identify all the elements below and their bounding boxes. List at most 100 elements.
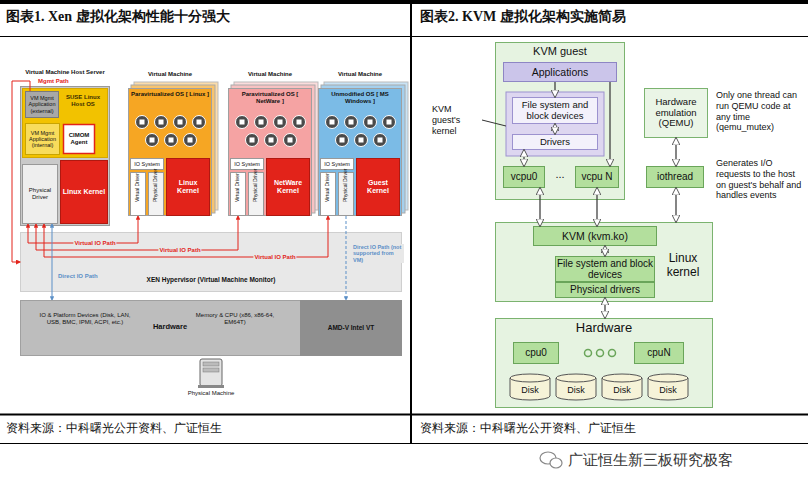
app-icon <box>293 116 306 129</box>
box-fill-group <box>301 301 402 356</box>
node-text: Disk <box>659 385 677 395</box>
disk-outline <box>602 374 642 400</box>
disk-symbol: Disk <box>648 374 688 400</box>
box-fill-group <box>26 92 59 118</box>
kernel-box: Linux Kernel <box>60 160 108 224</box>
node-text: cpu0 <box>525 347 547 359</box>
box-fill <box>556 257 655 282</box>
app-icon-mark <box>278 120 283 125</box>
footer-rule <box>0 414 808 416</box>
app-icon-mark <box>150 138 155 143</box>
app-icon <box>174 116 187 129</box>
box-fill <box>64 125 95 154</box>
disk-outline <box>648 374 688 400</box>
node-text: Hardware <box>576 321 632 336</box>
connector <box>596 188 597 226</box>
connector <box>675 138 676 166</box>
disk-outline <box>556 374 596 400</box>
box-fill <box>61 161 108 224</box>
node-text: Virtual Machine <box>128 71 212 78</box>
app-icon-mark <box>378 138 383 143</box>
node-text: iothread <box>657 171 693 183</box>
box-fill-group <box>513 135 598 150</box>
app-icon <box>165 134 178 147</box>
node-text: Hardware <box>138 323 202 332</box>
box-fill-group <box>64 125 95 154</box>
node-text: Virtual Driver <box>325 186 331 202</box>
driver-box: Physical Driver <box>22 164 58 224</box>
virtual-machine: Virtual MachineUnmodified OS [ MS Window… <box>318 88 402 216</box>
cpu-box: cpu0 <box>513 342 559 364</box>
app-icon <box>383 116 396 129</box>
node-text: Drivers <box>540 137 570 148</box>
app-box: VM Mgmt Application (external) <box>25 91 59 118</box>
top-rule <box>0 0 808 4</box>
disk-symbol: Disk <box>602 374 642 400</box>
agent-box: CIMOM Agent <box>63 124 95 154</box>
connector <box>44 216 328 257</box>
box-fill-group <box>556 374 596 400</box>
app-icon <box>284 134 297 147</box>
node-text: Physical Driver <box>343 186 349 202</box>
connector <box>52 224 53 300</box>
io-system-box: IO System <box>320 158 354 170</box>
node-text: Virtual Machine Host Server <box>20 69 110 76</box>
watermark: 广证恒生新三板研究极客 <box>568 451 804 469</box>
box-fill <box>556 283 655 298</box>
app-icon-mark <box>169 138 174 143</box>
node-text: Paravirtualized OS [ NetWare ] <box>230 91 310 105</box>
connector <box>554 124 555 134</box>
app-icon-mark <box>359 138 364 143</box>
box-fill <box>321 159 354 170</box>
app-icon <box>236 116 249 129</box>
virtual-machine: Virtual MachineParavirtualized OS [ NetW… <box>228 88 312 216</box>
panel-divider <box>410 0 412 444</box>
callout-text: KVM guest's kernel <box>432 104 478 136</box>
box-fill <box>301 301 402 356</box>
node-text: Physical drivers <box>570 284 640 296</box>
box-fill-group <box>21 233 402 292</box>
vcpu-box: vcpu N <box>575 166 619 188</box>
connector <box>604 298 605 318</box>
connector <box>36 216 238 250</box>
watermark-icon <box>550 458 562 468</box>
box-fill <box>23 89 108 158</box>
path-label: Virtual IO Path <box>253 254 296 261</box>
box-fill-group <box>229 82 319 216</box>
box-fill-group <box>339 173 354 216</box>
app-icon-mark <box>259 120 264 125</box>
app-icon-mark <box>159 120 164 125</box>
io-system-box: IO System <box>130 158 164 170</box>
fs-box: File system and block devices <box>555 256 655 282</box>
box-fill <box>513 98 598 124</box>
figure-heading: 图表1. Xen 虚拟化架构性能十分强大 <box>6 9 406 26</box>
connector <box>609 82 610 166</box>
app-icon-mark <box>288 138 293 143</box>
path-label: Mgmt Path <box>37 78 70 85</box>
note-text: Only one thread can run QEMU code at any… <box>716 90 806 133</box>
box-fill-group <box>249 173 264 216</box>
hardware-band: IO & Platform Devices (Disk, LAN, USB, B… <box>20 300 402 356</box>
box-fill <box>513 135 598 150</box>
box-fill <box>645 89 708 138</box>
vcpu-box: vcpu0 <box>503 166 545 188</box>
box-fill <box>131 159 164 170</box>
app-icon <box>193 116 206 129</box>
part-name: Physical Machine <box>176 390 246 397</box>
app-icon-mark <box>297 120 302 125</box>
app-icon <box>374 134 387 147</box>
driver-box: Physical Driver <box>338 172 354 216</box>
box-fill-group <box>319 82 409 216</box>
node-text: Paravirtualized OS [ Linux ] <box>130 91 210 98</box>
driver-box: Virtual Driver <box>320 172 336 216</box>
app-icon <box>146 134 159 147</box>
kernel-box: Linux kernelKVM (kvm.ko)File system and … <box>495 222 713 302</box>
app-icon <box>326 116 339 129</box>
app-icon-mark <box>368 120 373 125</box>
app-icon <box>355 134 368 147</box>
disk-rim <box>648 378 688 382</box>
ellipsis-dot <box>585 350 592 357</box>
leader-line <box>482 120 506 126</box>
app-icon-mark <box>387 120 392 125</box>
kernel-box: Linux Kernel <box>166 158 210 216</box>
